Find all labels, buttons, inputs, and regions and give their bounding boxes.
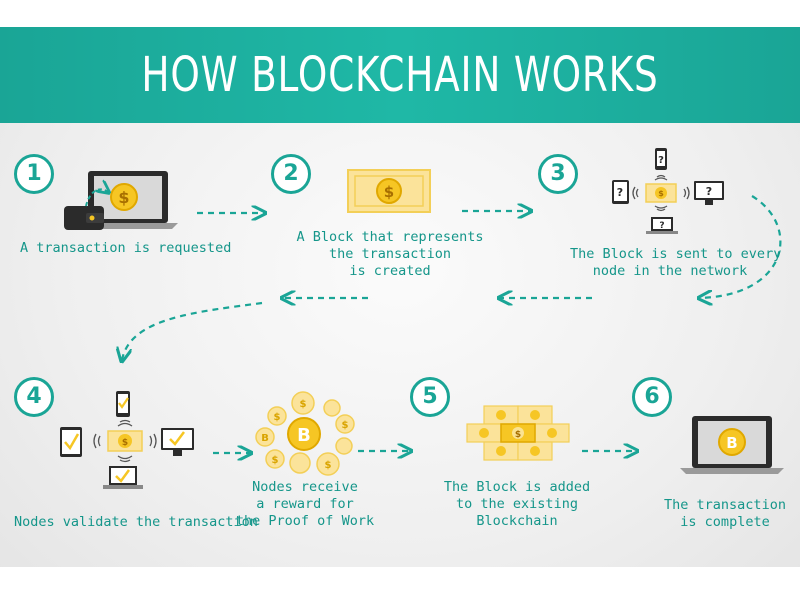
step-3-badge: 3 (538, 154, 578, 194)
svg-text:?: ? (658, 155, 664, 166)
svg-text:$: $ (274, 412, 281, 423)
laptop-wallet-icon: $ (64, 171, 178, 230)
svg-text:$: $ (272, 455, 279, 466)
step-5-caption: The Block is added to the existing Block… (443, 479, 591, 529)
bottom-margin (0, 567, 800, 600)
svg-text:?: ? (659, 221, 664, 231)
block-banknote-icon: $ (347, 169, 431, 213)
svg-text:B: B (726, 434, 737, 452)
step-5-badge: 5 (410, 377, 450, 417)
title-banner: HOW BLOCKCHAIN WORKS (0, 27, 800, 123)
step-1-caption: A transaction is requested (20, 240, 232, 256)
arrow-3-return-curve (700, 195, 782, 298)
svg-text:$: $ (122, 438, 128, 448)
svg-text:$: $ (384, 183, 394, 201)
svg-text:?: ? (617, 186, 623, 199)
step-4-badge: 4 (14, 377, 54, 417)
step-6-badge: 6 (632, 377, 672, 417)
svg-text:$: $ (325, 460, 332, 471)
laptop-bitcoin-icon: B (680, 416, 784, 474)
step-3-caption: The Block is sent to every node in the n… (570, 246, 782, 279)
step-2-badge: 2 (271, 154, 311, 194)
svg-text:$: $ (118, 188, 129, 207)
svg-text:B: B (261, 433, 269, 444)
svg-text:$: $ (342, 420, 349, 431)
page-title: HOW BLOCKCHAIN WORKS (141, 47, 659, 103)
reward-caption: Nodes receive a reward for the Proof of … (235, 479, 375, 529)
blockchain-wall-icon: $ (466, 405, 570, 461)
step-4-caption: Nodes validate the transaction (14, 514, 258, 530)
step-6-caption: The transaction is complete (664, 497, 786, 530)
top-margin (0, 0, 800, 27)
svg-text:?: ? (706, 185, 712, 198)
arrow-down-to-4 (122, 301, 263, 360)
svg-text:$: $ (300, 399, 307, 410)
network-broadcast-icon: ? ? ? ? $ (612, 148, 724, 234)
step-1-badge: 1 (14, 154, 54, 194)
svg-text:$: $ (658, 189, 664, 198)
svg-text:B: B (297, 425, 311, 446)
step-2-caption: A Block that represents the transaction … (296, 229, 484, 279)
validation-network-icon: $ (60, 391, 194, 489)
svg-text:$: $ (515, 430, 521, 440)
coin-reward-icon: $ $ $ B $ $ B (255, 391, 355, 476)
